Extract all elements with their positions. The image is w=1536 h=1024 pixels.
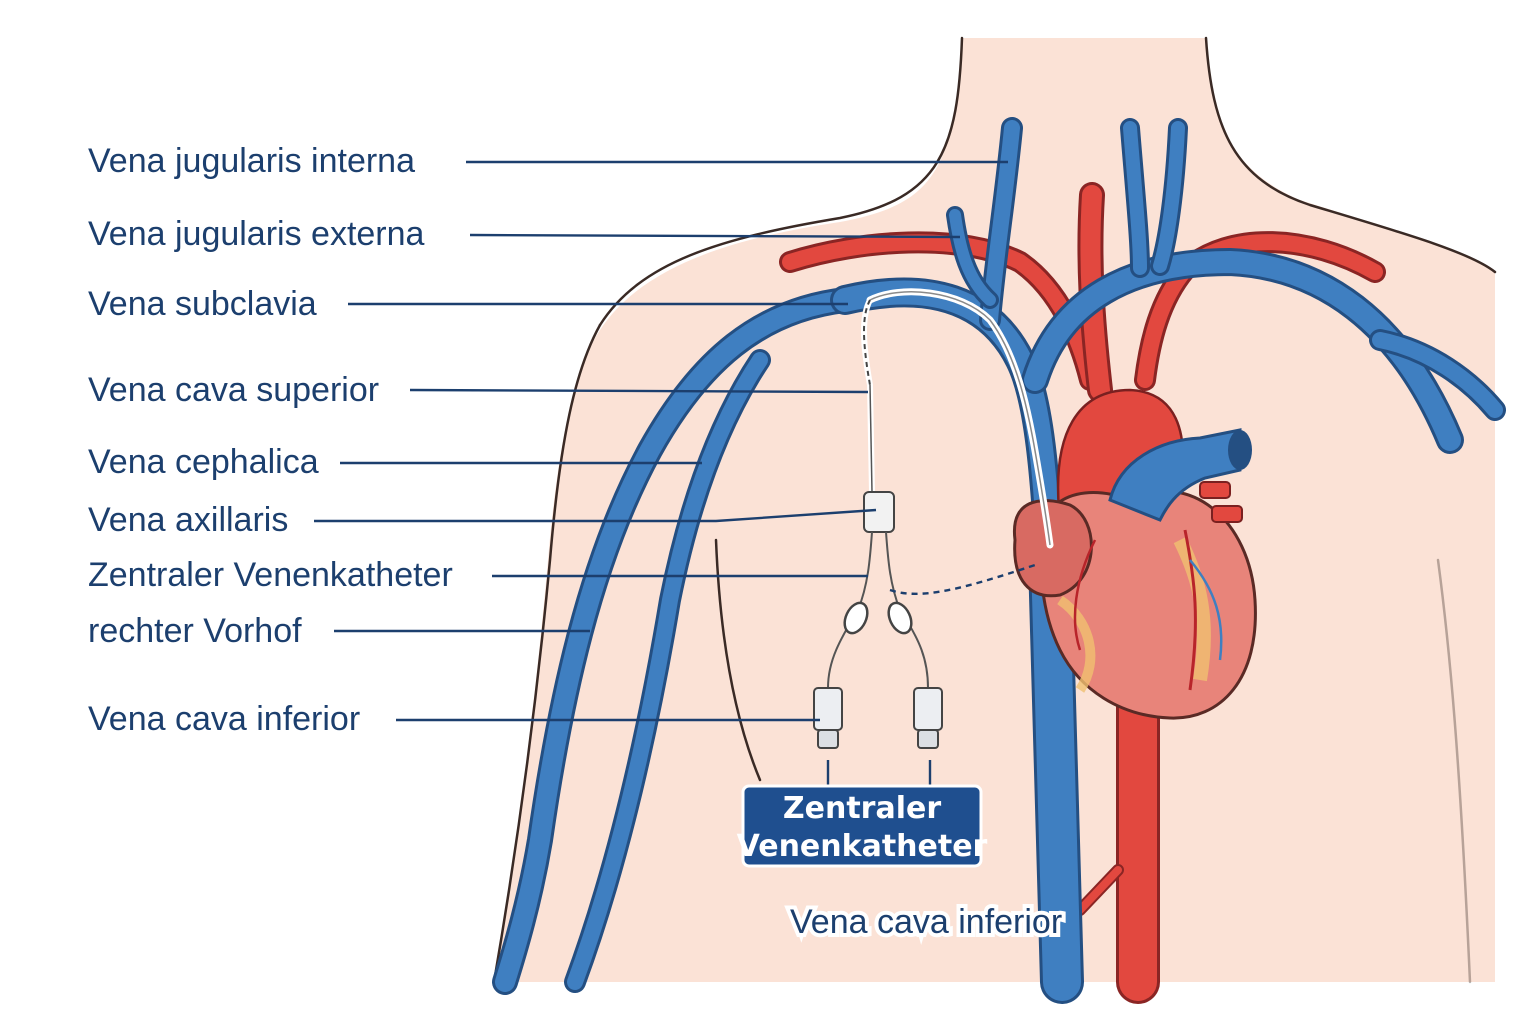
- leader-lines: [314, 160, 1008, 722]
- label-vena-cephalica: Vena cephalica: [88, 443, 319, 481]
- badge-line-2: Venenkatheter: [737, 829, 988, 864]
- label-rechter-vorhof: rechter Vorhof: [88, 612, 302, 650]
- catheter-badge: Zentraler Venenkatheter: [737, 784, 988, 868]
- label-vena-cava-inferior: Vena cava inferior: [88, 700, 360, 738]
- label-vena-jugularis-externa: Vena jugularis externa: [88, 215, 425, 253]
- label-bottom-vena-cava-inferior: Vena cava inferior: [790, 903, 1062, 941]
- central-venous-catheter: [813, 288, 1054, 786]
- badge-line-1: Zentraler: [783, 791, 941, 826]
- label-vena-cava-superior: Vena cava superior: [88, 371, 379, 409]
- label-vena-subclavia: Vena subclavia: [88, 285, 317, 323]
- label-zentraler-venenkatheter: Zentraler Venenkatheter: [88, 556, 453, 594]
- veins: [492, 117, 1506, 1004]
- torso-silhouette: [492, 36, 1497, 984]
- heart: [1012, 388, 1257, 720]
- label-vena-axillaris: Vena axillaris: [88, 501, 288, 539]
- labels: Vena jugularis interna Vena jugularis ex…: [88, 142, 453, 738]
- label-vena-jugularis-interna: Vena jugularis interna: [88, 142, 415, 180]
